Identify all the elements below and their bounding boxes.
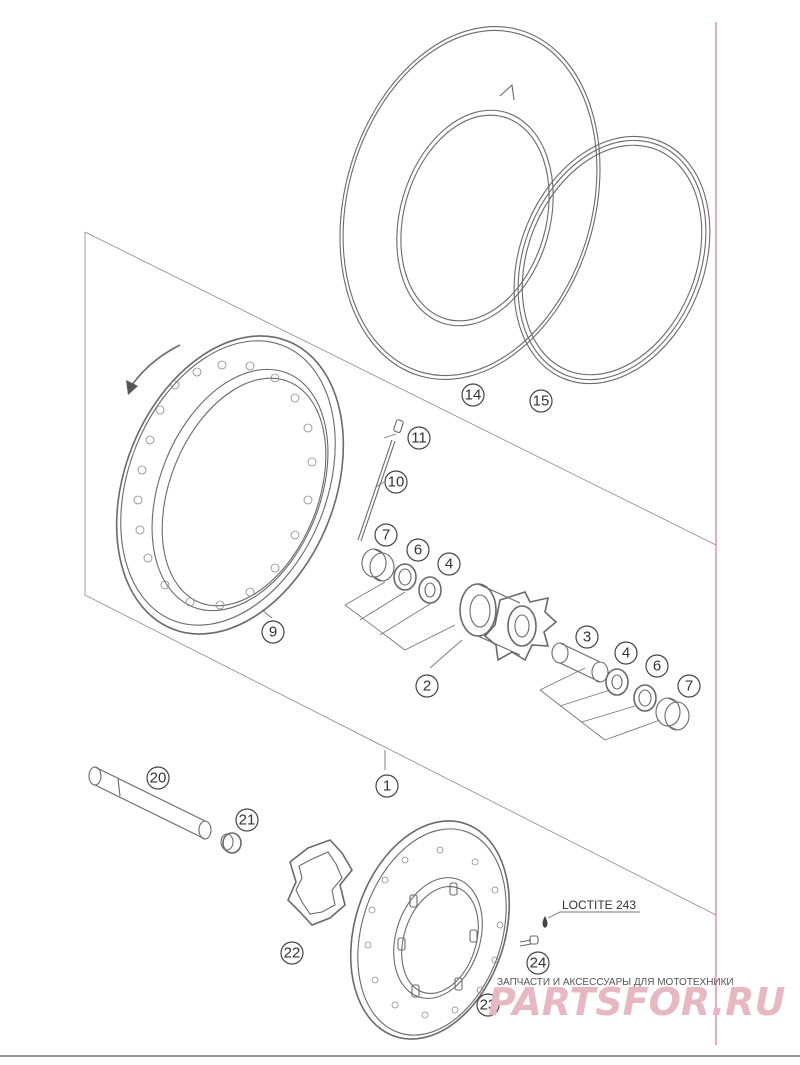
callout-4-left: 4 [437,552,461,576]
hub-spacer [551,642,609,683]
svg-text:10: 10 [388,474,405,491]
svg-text:22: 22 [284,945,301,962]
svg-text:2: 2 [423,678,431,695]
svg-text:11: 11 [411,430,427,447]
svg-text:24: 24 [530,955,547,972]
svg-text:15: 15 [533,393,550,410]
hub [459,583,558,662]
watermark-brand: PARTSFOR.RU [488,980,786,1024]
callout-10: 10 [384,470,408,494]
bearing-4-left [418,576,442,604]
callout-6-left: 6 [406,538,430,562]
callout-22: 22 [280,941,304,965]
axis-lines [261,433,661,770]
spacer-7-left [361,548,395,582]
watermark-subtitle: ЗАПЧАСТИ И АКСЕССУАРЫ ДЛЯ МОТОТЕХНИКИ [497,977,734,988]
svg-text:7: 7 [685,678,693,695]
svg-text:9: 9 [269,624,277,641]
svg-text:7: 7 [382,527,390,544]
callout-23: 23 [476,993,500,1017]
svg-text:6: 6 [414,542,422,559]
callout-20: 20 [146,766,170,790]
svg-text:1: 1 [383,778,391,795]
assembly-boundary [84,232,717,916]
callout-9: 9 [261,620,285,644]
svg-text:3: 3 [583,629,591,646]
axle [88,766,212,840]
loctite-label: LOCTITE 243 [562,898,636,912]
svg-text:21: 21 [239,812,256,829]
svg-text:23: 23 [480,997,497,1014]
seal-6-left [393,563,417,591]
callout-7-left: 7 [374,523,398,547]
rim-band [513,135,711,385]
callout-7-right: 7 [677,674,701,698]
callout-3: 3 [575,625,599,649]
svg-text:4: 4 [622,645,630,662]
spoke-nipple [393,419,404,433]
seal-6-right [633,684,657,712]
callout-1: 1 [375,774,399,798]
callout-4-right: 4 [614,641,638,665]
callout-15: 15 [529,389,553,413]
loctite-drop-icon [542,911,640,928]
callout-11: 11 [407,426,431,450]
callout-21: 21 [235,808,259,832]
axle-nut [220,832,242,854]
svg-text:4: 4 [445,556,453,573]
rim-spoke-holes [133,360,317,610]
callout-24: 24 [526,951,550,975]
spoke [357,439,396,542]
svg-text:14: 14 [465,387,482,404]
svg-text:6: 6 [653,658,661,675]
bearing-4-right [605,668,629,696]
brake-disc [349,820,511,1040]
tire [339,26,601,380]
disc-carrier [287,839,353,926]
callout-6-right: 6 [645,654,669,678]
callout-14: 14 [461,383,485,407]
disc-bolt [519,935,539,947]
svg-text:20: 20 [150,770,167,787]
spacer-7-right [655,697,690,731]
rim [115,335,345,635]
callout-2: 2 [415,674,439,698]
